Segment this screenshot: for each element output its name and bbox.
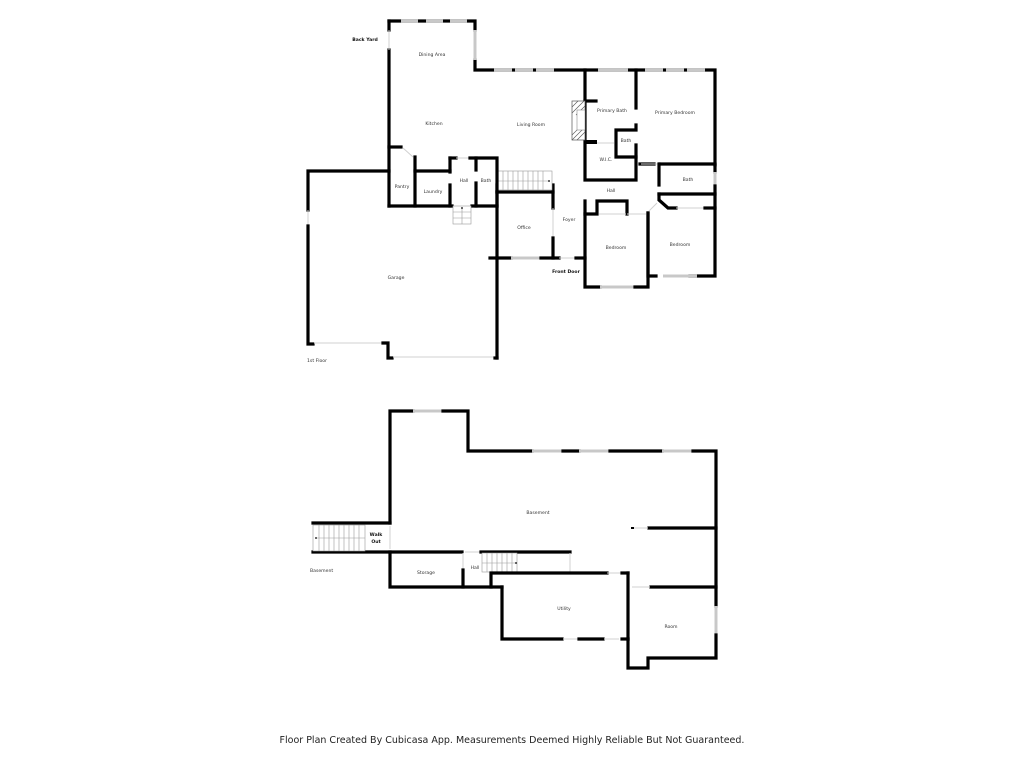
room-label: W.I.C. — [600, 157, 613, 163]
wall — [583, 68, 638, 182]
wall — [311, 550, 504, 589]
room-label: Office — [517, 225, 531, 231]
room-label: Hall — [607, 188, 616, 194]
room-label: Front Door — [552, 269, 580, 275]
stair-arrow-dot — [461, 207, 463, 209]
room-label: Hall — [460, 178, 469, 184]
wall — [306, 224, 315, 346]
basement-plan — [311, 409, 718, 670]
room-label: Basement — [526, 510, 549, 516]
staircase — [497, 170, 553, 191]
room-label: Kitchen — [425, 121, 442, 127]
stair-treads — [453, 208, 471, 224]
wall — [441, 409, 534, 453]
wall — [583, 199, 629, 216]
room-label: Bath — [481, 178, 492, 184]
room-label: Bath — [683, 177, 694, 183]
wall — [583, 199, 602, 289]
door-opening — [402, 147, 414, 158]
room-label: Primary Bedroom — [655, 110, 696, 116]
door-opening — [647, 202, 658, 213]
room-label: Bedroom — [670, 242, 691, 248]
wall — [495, 190, 555, 210]
wall — [468, 156, 499, 208]
room-label: Storage — [417, 570, 435, 576]
stair-treads — [316, 525, 365, 551]
room-label: Pantry — [395, 184, 410, 190]
wall — [473, 58, 717, 167]
wall-stub — [631, 527, 634, 529]
wall — [551, 236, 561, 260]
wall-block — [585, 140, 597, 144]
wall — [614, 123, 638, 159]
room-label: Bedroom — [606, 245, 627, 251]
wall — [626, 633, 718, 670]
wall — [633, 211, 650, 289]
room-label: Walk — [370, 532, 384, 538]
floor-label: 1st Floor — [307, 358, 327, 364]
wall — [489, 571, 609, 589]
room-label: Living Room — [517, 122, 546, 128]
wall — [657, 192, 678, 210]
stair-arrow-dot — [548, 180, 550, 182]
room-label: Room — [664, 624, 678, 630]
room-label: Primary Bath — [597, 108, 627, 114]
first-floor-plan — [306, 19, 717, 360]
footer-disclaimer: Floor Plan Created By Cubicasa App. Meas… — [279, 735, 745, 746]
wall — [306, 169, 391, 212]
stair-arrow-dot — [315, 537, 317, 539]
room-label: Laundry — [424, 189, 443, 195]
stair-treads — [498, 171, 550, 190]
stair-treads — [482, 553, 516, 572]
room-label: Foyer — [563, 217, 576, 223]
room-label: Utility — [557, 606, 571, 612]
room-label: Out — [371, 539, 381, 545]
floor-label: Basement — [310, 568, 333, 574]
room-label: Back Yard — [352, 37, 378, 43]
stair-arrow-dot — [515, 562, 517, 564]
room-label: Garage — [388, 275, 405, 281]
wall — [388, 409, 415, 525]
wall — [500, 585, 564, 641]
room-label: Bath — [621, 138, 632, 144]
wall — [688, 184, 717, 278]
wall — [381, 341, 394, 360]
room-label: Dining Area — [419, 52, 446, 58]
fireplace-insert — [576, 109, 586, 131]
wall — [691, 449, 718, 608]
room-label: Hall — [471, 565, 480, 571]
